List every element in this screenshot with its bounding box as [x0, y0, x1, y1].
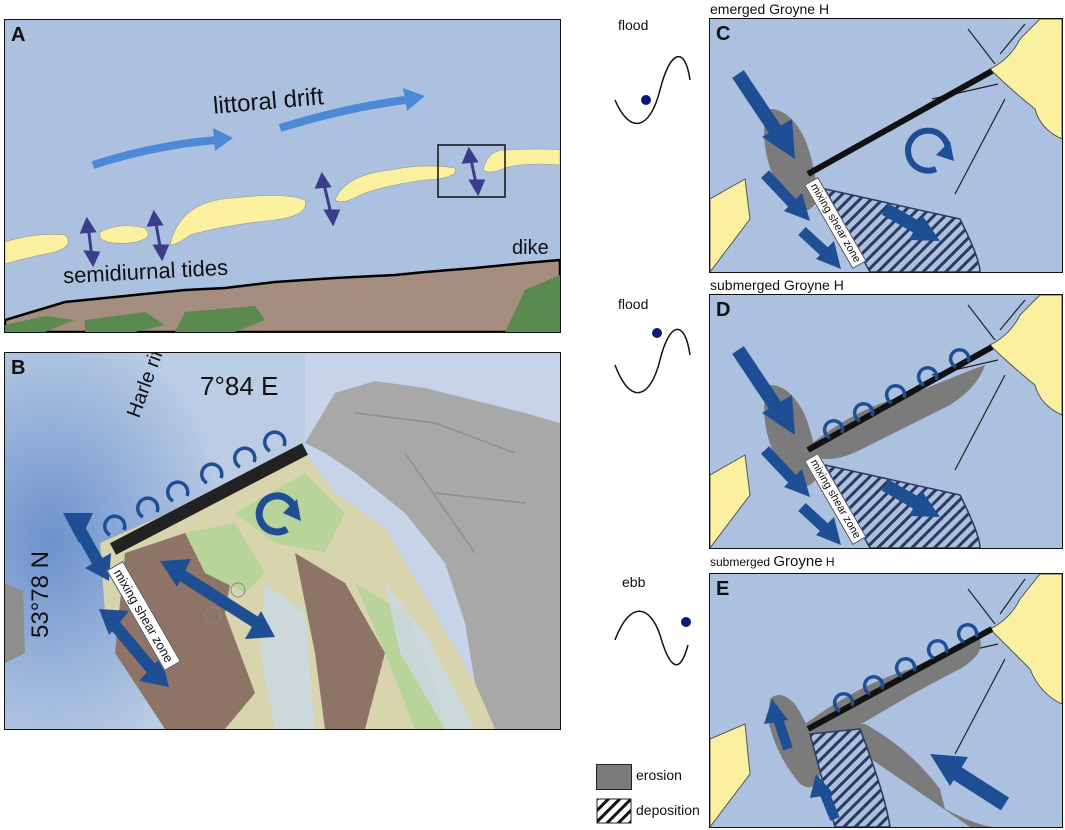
legend-erosion-label: erosion	[636, 767, 682, 783]
island	[169, 195, 306, 246]
panel-d-label: D	[716, 299, 731, 321]
island-head	[989, 19, 1062, 140]
tide-curve-flood-c	[614, 56, 691, 124]
curl-arrows	[832, 623, 979, 713]
deposition-swatch	[596, 798, 632, 824]
sand-bank	[710, 178, 751, 272]
flow-arrows	[764, 699, 1010, 821]
deposition-zone	[823, 187, 981, 272]
eddy-arrow	[255, 492, 299, 536]
flow-double-arrows	[63, 513, 275, 687]
panel-d-diagram	[710, 295, 1062, 548]
flow-arrows	[732, 70, 940, 269]
groyne	[806, 68, 994, 177]
legend-deposition-label: deposition	[636, 802, 700, 818]
flow-arrows	[732, 346, 940, 545]
channel-brown	[295, 553, 385, 729]
panel-a: A littoral drift semidiurnal tides dike	[4, 19, 561, 333]
panel-e-title-suffix: H	[822, 555, 835, 569]
tide-phase-dot	[641, 95, 651, 105]
tide-phase-c: flood	[618, 17, 649, 33]
marker-circle	[230, 582, 246, 598]
panel-c-label: C	[716, 23, 731, 45]
longitude-label: 7°84 E	[200, 371, 279, 401]
dike-label: dike	[512, 237, 549, 259]
tidal-channel	[260, 583, 315, 729]
panel-e-title-prefix: submerged	[710, 555, 774, 569]
island	[5, 234, 69, 265]
curl-arrows	[103, 430, 287, 537]
sand-bank	[710, 454, 751, 548]
panel-b-label: B	[11, 357, 26, 379]
green-patch	[175, 306, 265, 332]
panel-b-map	[5, 353, 560, 729]
panel-e-title: submerged Groyne H	[710, 553, 835, 570]
curl-arrows	[822, 348, 971, 440]
panel-e-diagram	[710, 574, 1062, 827]
tide-curve-ebb-e	[614, 610, 691, 666]
island	[482, 148, 560, 173]
erosion-swatch	[596, 764, 632, 790]
panel-c-diagram	[710, 19, 1062, 272]
green-patch	[85, 312, 165, 332]
island	[334, 165, 456, 202]
sand-bank	[710, 723, 751, 827]
land-fragment	[5, 583, 25, 663]
island-head	[989, 574, 1062, 705]
panel-c-title: emerged Groyne H	[710, 1, 830, 17]
eddy-arrowhead	[283, 499, 301, 521]
island	[99, 225, 149, 244]
tide-phase-d: flood	[618, 296, 649, 312]
panel-b: B Harle riff 7°84 E 53°78 N mixing shear…	[4, 352, 561, 730]
erosion-strip	[810, 365, 985, 459]
erosion-strip	[805, 639, 981, 740]
groyne	[806, 626, 994, 732]
panel-c: C mixing shear zone	[709, 18, 1063, 273]
panel-e-title-main: Groyne	[773, 553, 823, 570]
groyne	[109, 443, 309, 555]
marker-circle	[204, 606, 222, 624]
panel-a-map	[5, 20, 560, 332]
latitude-label: 53°78 N	[27, 551, 54, 638]
panel-d: D mixing shear zone	[709, 294, 1063, 549]
island-head	[989, 295, 1062, 416]
drift-arrowhead	[403, 88, 425, 111]
eddy-arrowhead	[936, 141, 954, 161]
drift-arrow	[91, 136, 218, 169]
green-flat	[355, 583, 445, 729]
eddy-arrow	[905, 127, 952, 174]
green-flat	[185, 523, 265, 593]
panel-d-title: submerged Groyne H	[710, 277, 844, 293]
mainland	[305, 381, 560, 729]
panel-a-label: A	[11, 24, 26, 46]
inset-box	[437, 144, 506, 198]
terrain-lines	[354, 412, 526, 554]
drift-arrowhead	[213, 128, 233, 151]
tide-phase-dot	[681, 617, 691, 627]
panel-e-label: E	[716, 578, 730, 600]
tidal-channel	[385, 583, 475, 729]
green-patch	[5, 316, 75, 332]
groyne	[806, 344, 994, 453]
green-patch	[505, 275, 560, 332]
tide-phase-dot	[652, 328, 662, 338]
panel-e: E	[709, 573, 1063, 828]
tide-arrows	[79, 146, 486, 268]
legend: erosion deposition	[596, 762, 706, 827]
deposition-zone	[823, 463, 981, 548]
drift-arrow	[278, 96, 406, 132]
tide-curve-flood-d	[614, 328, 691, 394]
tide-phase-e: ebb	[622, 574, 646, 590]
